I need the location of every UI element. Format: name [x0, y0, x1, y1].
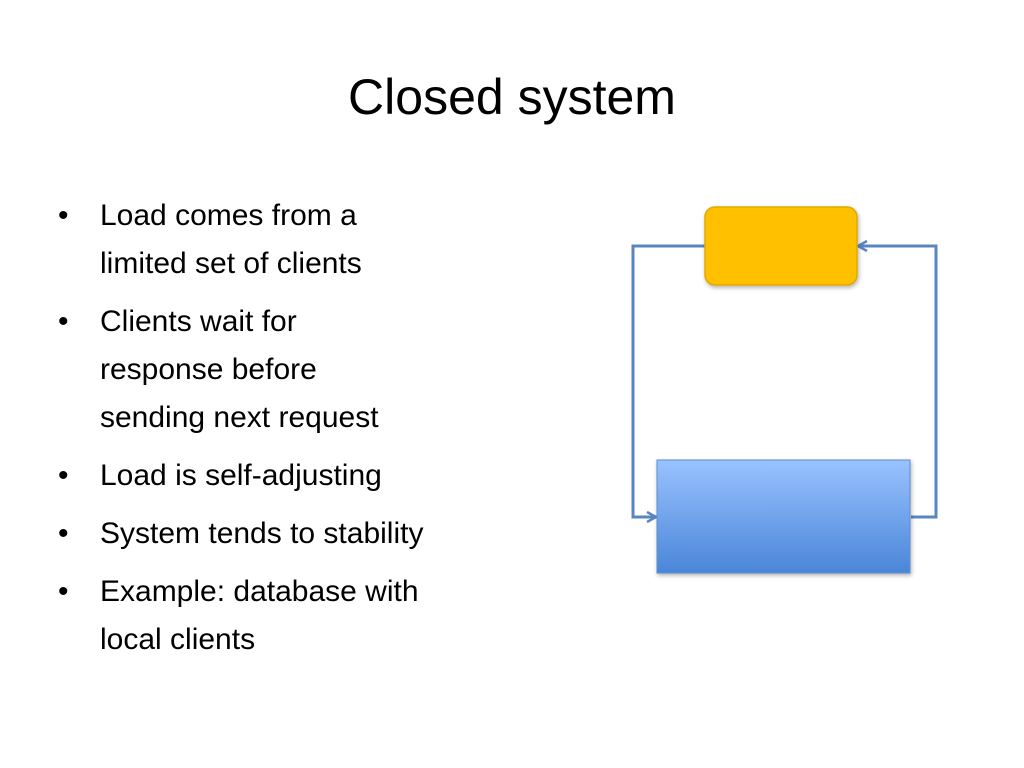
slide-title: Closed system	[348, 69, 676, 125]
bullet-item: • System tends to stability	[58, 510, 518, 558]
bullet-dot: •	[58, 517, 69, 550]
request-arrow	[631, 244, 705, 517]
bullet-dot: •	[58, 459, 69, 492]
bullet-item: • Clients wait for response before sendi…	[58, 298, 518, 442]
bullet-text-line: Clients wait for	[100, 305, 297, 338]
bullet-text-line: Load comes from a	[100, 199, 357, 232]
bullet-dot: •	[58, 199, 69, 232]
bullet-text-line: Example: database with	[100, 575, 419, 608]
closed-system-diagram	[631, 206, 938, 574]
bullet-text-line: limited set of clients	[100, 247, 362, 280]
bullet-text-line: Load is self-adjusting	[100, 459, 382, 492]
bullet-text-line: local clients	[100, 623, 256, 656]
bullet-dot: •	[58, 575, 69, 608]
response-arrow	[858, 246, 938, 519]
system-box	[656, 459, 911, 574]
bullet-dot: •	[58, 305, 69, 338]
bullet-text-line: System tends to stability	[100, 517, 424, 550]
bullet-text-line: response before	[100, 353, 317, 386]
bullet-item: • Example: database with local clients	[58, 568, 518, 664]
bullet-list: • Load comes from a limited set of clien…	[58, 192, 518, 674]
clients-box	[704, 206, 858, 286]
bullet-item: • Load is self-adjusting	[58, 452, 518, 500]
bullet-item: • Load comes from a limited set of clien…	[58, 192, 518, 288]
bullet-text-line: sending next request	[100, 401, 379, 434]
